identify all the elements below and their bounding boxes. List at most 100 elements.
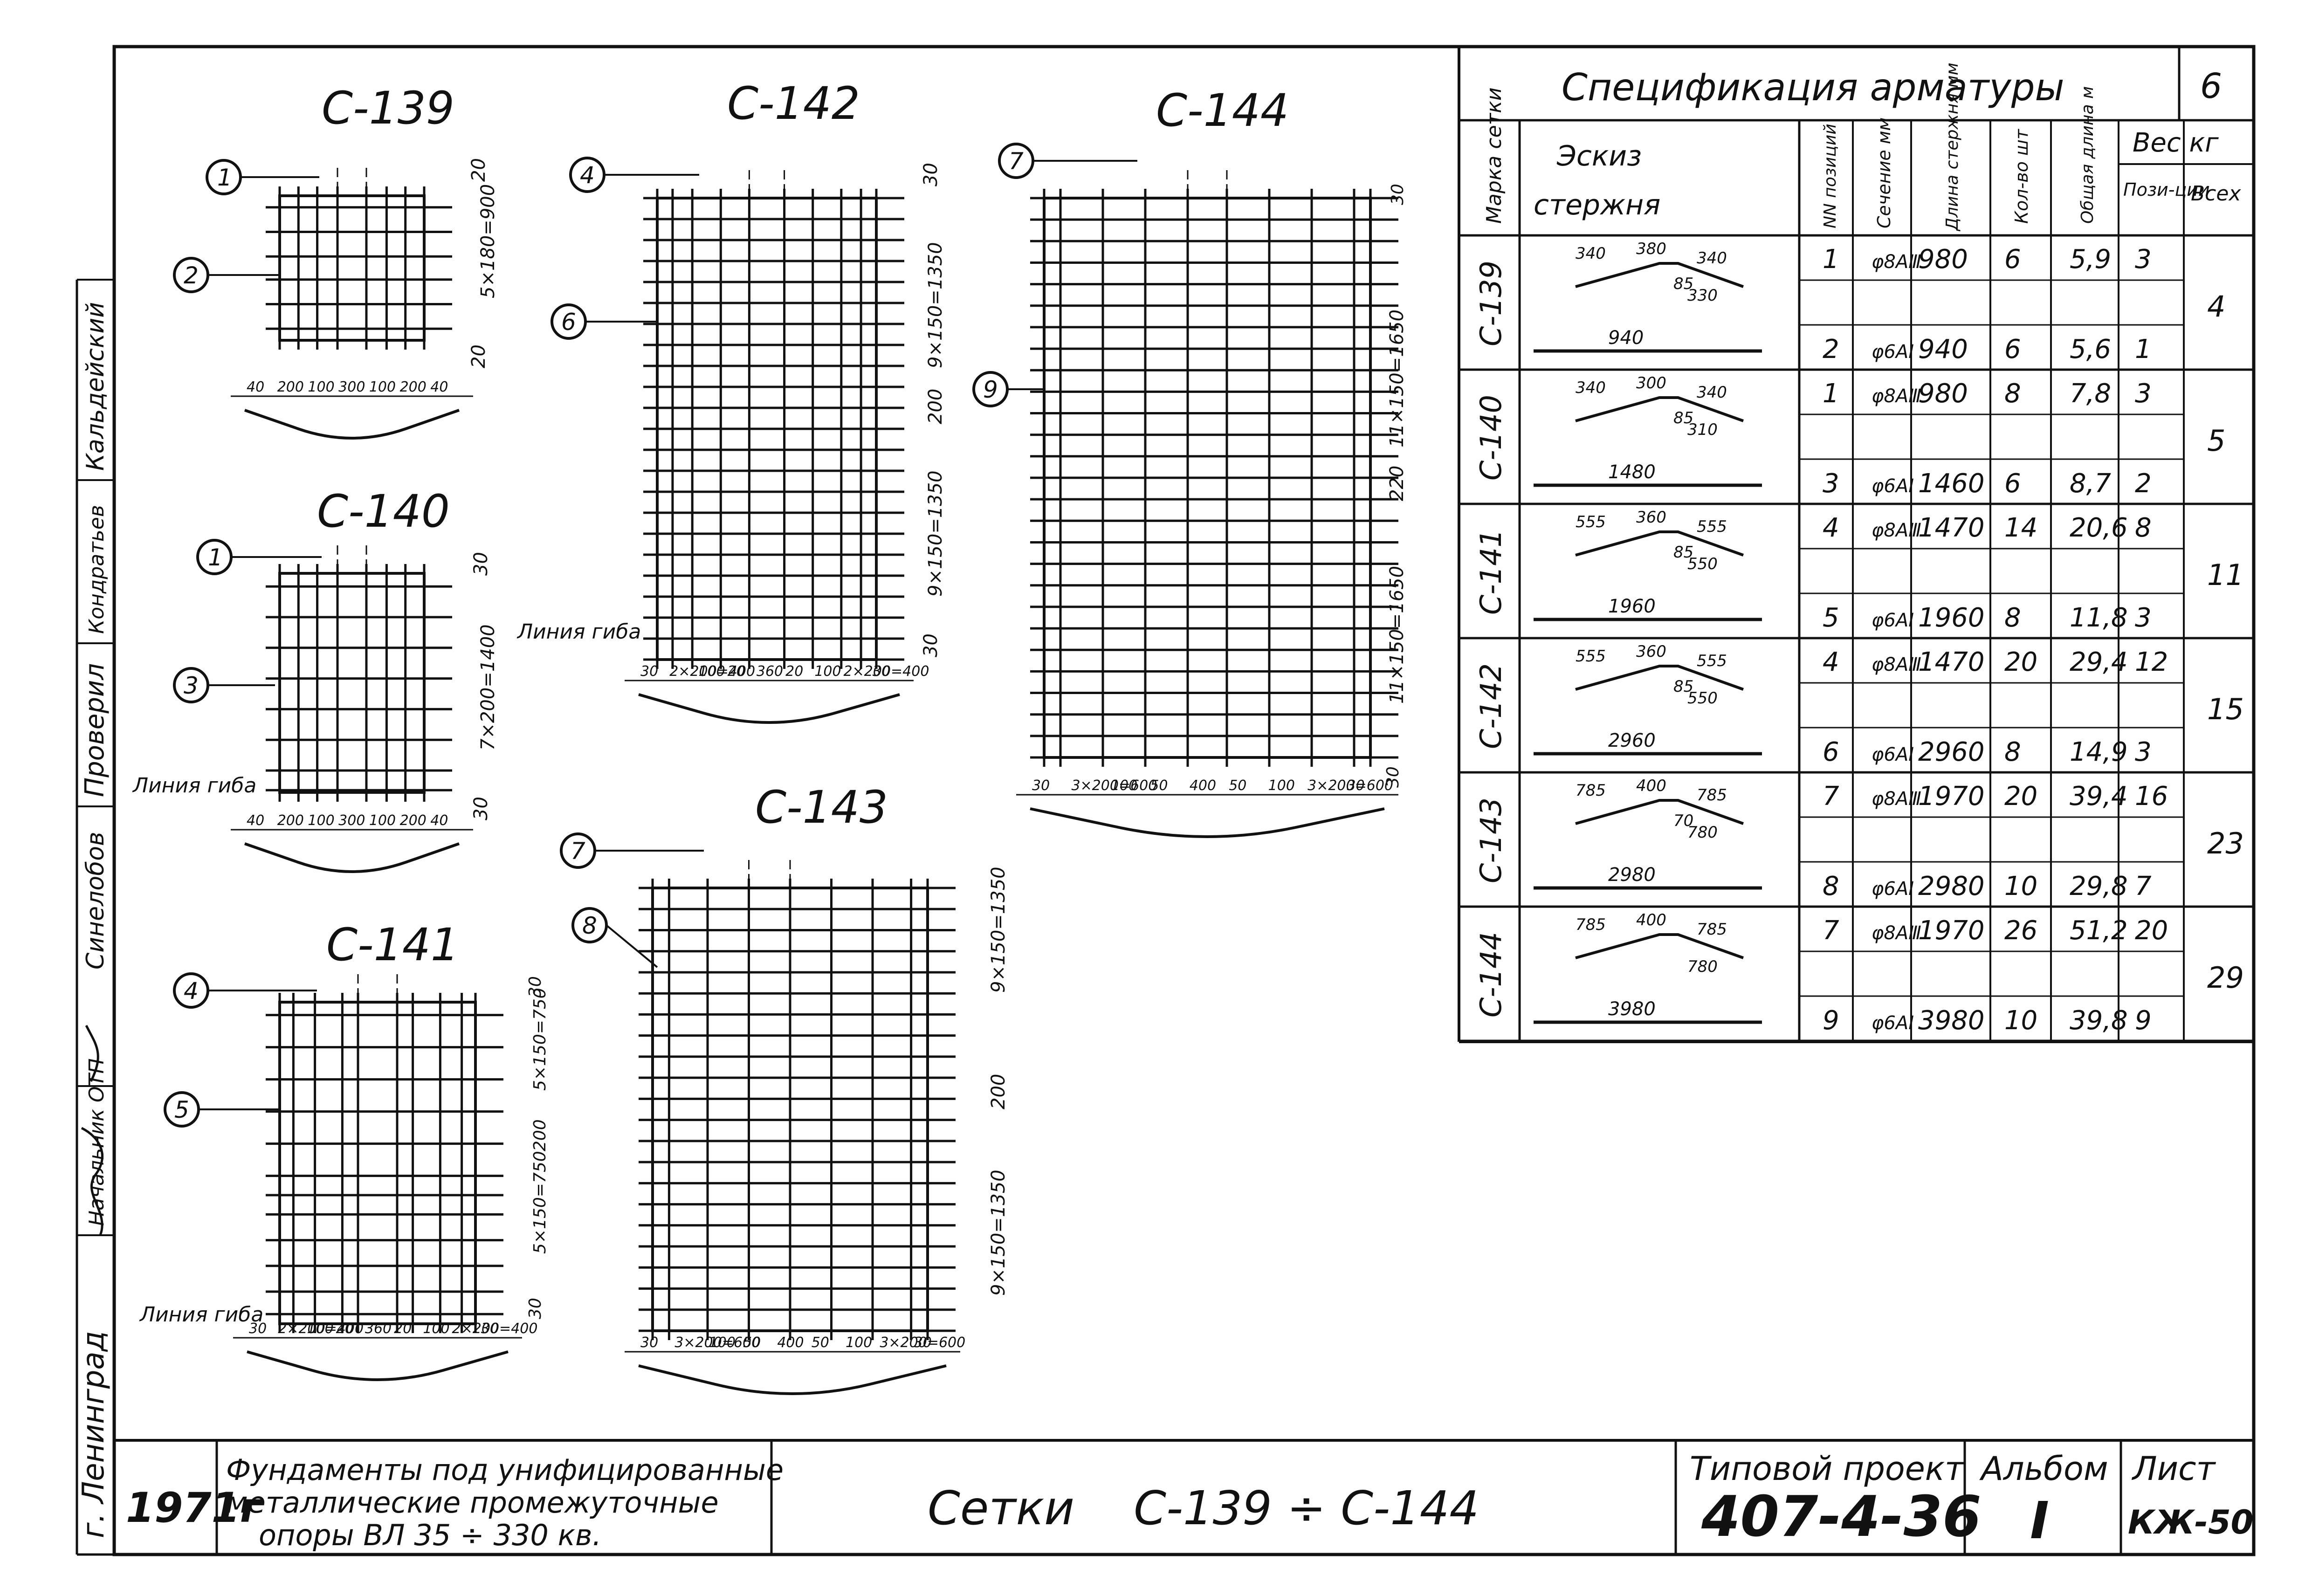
spec-cell-weight: 20	[2135, 915, 2168, 946]
spec-cell-length: 980	[1918, 244, 1968, 275]
spec-cell-count: 6	[2004, 468, 2021, 499]
spec-cell-weight: 2	[2135, 468, 2152, 499]
title-description-3: опоры ВЛ 35 ÷ 330 кв.	[259, 1518, 601, 1552]
spec-cell-pos: 3	[1823, 468, 1839, 499]
bend-line-label: Линия гиба	[132, 774, 256, 798]
dimension-value: 360	[757, 663, 783, 680]
spec-cell-length: 3980	[1918, 1005, 1985, 1036]
spec-cell-total: 39,4	[2070, 781, 2128, 812]
spec-cell-count: 20	[2004, 781, 2037, 812]
dim-label: 30	[470, 552, 492, 576]
callout: 2	[173, 257, 280, 293]
spec-cell-pos: 4	[1823, 647, 1839, 677]
dimension-value: 100	[423, 1321, 449, 1337]
sketch-dimension: 85	[1673, 409, 1693, 427]
side-stamp-name: Синелобов	[82, 832, 110, 970]
header-mark: Марка сетки	[1482, 88, 1506, 224]
svg-text:6: 6	[561, 309, 576, 336]
spec-cell-length: 1470	[1918, 647, 1985, 677]
sketch-dimension: 2980	[1608, 864, 1656, 886]
sketch-dimension: 550	[1687, 555, 1718, 573]
dim-label: 7×200=1400	[477, 624, 499, 750]
sheet-number-top: 6	[2200, 66, 2222, 106]
callout: 7	[998, 143, 1137, 179]
bent-profile-curve	[638, 693, 900, 724]
dimension-value: 100	[709, 1335, 736, 1351]
spec-cell-total: 29,8	[2070, 871, 2128, 901]
svg-text:5: 5	[174, 1096, 189, 1123]
spec-cell-pos: 1	[1823, 244, 1839, 275]
spec-cell-total: 20,6	[2070, 513, 2128, 543]
mesh-c142: С-142 30 9×150=1350 200 9×150=1350 30 4 …	[516, 77, 946, 724]
dimension-value: 200	[277, 812, 304, 829]
dimension-value: 50	[743, 1335, 761, 1351]
spec-cell-count: 26	[2004, 915, 2037, 946]
spec-cell-count: 6	[2004, 334, 2021, 365]
spec-cell-pos: 1	[1823, 378, 1839, 409]
spec-cell-section: φ6AⅠ	[1872, 1012, 1914, 1034]
header-section: Сечение мм	[1874, 117, 1894, 228]
spec-cell-section: φ8AⅢ	[1872, 385, 1921, 407]
dim-label: 220	[1386, 466, 1408, 501]
dim-label: 20	[468, 158, 489, 182]
spec-cell-pos: 8	[1823, 871, 1839, 901]
header-position: NN позиций	[1821, 124, 1840, 228]
dimension-value: 100	[308, 379, 334, 395]
dimension-value: 400	[777, 1335, 804, 1351]
sketch-dimension: 785	[1576, 915, 1606, 934]
sketch-dimension: 340	[1697, 249, 1727, 268]
sketch-dimension: 340	[1576, 378, 1606, 397]
svg-text:1: 1	[208, 544, 223, 571]
sketch-dimension: 555	[1576, 513, 1606, 531]
callout: 4	[173, 972, 317, 1009]
dimension-value: 100	[1111, 777, 1137, 794]
spec-cell-weight: 12	[2135, 647, 2168, 677]
mesh-title: С-142	[727, 77, 860, 130]
dimension-value: 2×200=400	[844, 663, 929, 680]
dim-label: 11×150=1650	[1386, 566, 1408, 704]
spec-cell-section: φ8AⅢ	[1872, 788, 1921, 810]
svg-text:2: 2	[184, 262, 199, 289]
header-sketch-1: Эскиз	[1556, 140, 1642, 172]
spec-cell-section: φ8AⅢ	[1872, 251, 1921, 273]
spec-cell-section: φ8AⅢ	[1872, 922, 1921, 944]
dimension-value: 3×200=600	[1071, 777, 1157, 794]
spec-cell-pos: 9	[1823, 1005, 1839, 1036]
sketch-dimension: 85	[1673, 275, 1693, 293]
sketch-dimension: 70	[1673, 812, 1693, 830]
spec-cell-length: 1970	[1918, 781, 1985, 812]
spec-weight-total: 15	[2207, 692, 2244, 726]
sketch-dimension: 85	[1673, 543, 1693, 562]
sketch-dimension: 940	[1608, 327, 1644, 349]
header-weight-total: Всех	[2191, 182, 2241, 206]
dimension-value: 30	[640, 1335, 658, 1351]
dim-label: 200	[925, 389, 946, 424]
spec-cell-total: 7,8	[2070, 378, 2111, 409]
dim-label: 9×150=1350	[925, 242, 946, 368]
dimension-value: 20	[728, 663, 745, 680]
bent-bar-sketch	[1575, 933, 1744, 959]
header-total-length: Общая длина м	[2078, 86, 2097, 224]
spec-cell-weight: 7	[2135, 871, 2152, 901]
side-stamp-role: Проверил	[80, 663, 110, 797]
dimension-value: 30	[1032, 777, 1050, 794]
mesh-outline	[278, 1001, 477, 1325]
sketch-dimension: 360	[1636, 508, 1666, 527]
dimension-value: 20	[336, 1321, 354, 1337]
spec-cell-count: 8	[2004, 378, 2021, 409]
dimension-value: 100	[308, 812, 334, 829]
dimension-value: 360	[365, 1321, 392, 1337]
dimension-value: 50	[1229, 777, 1246, 794]
dimension-value: 30	[249, 1321, 267, 1337]
sketch-dimension: 330	[1687, 286, 1718, 305]
mesh-title: С-139	[322, 82, 454, 134]
side-stamp-name: Кондратьев	[85, 505, 109, 634]
mesh-grid	[266, 974, 503, 1333]
dimension-value: 40	[247, 379, 264, 395]
spec-cell-total: 5,6	[2070, 334, 2111, 365]
spec-cell-weight: 16	[2135, 781, 2168, 812]
